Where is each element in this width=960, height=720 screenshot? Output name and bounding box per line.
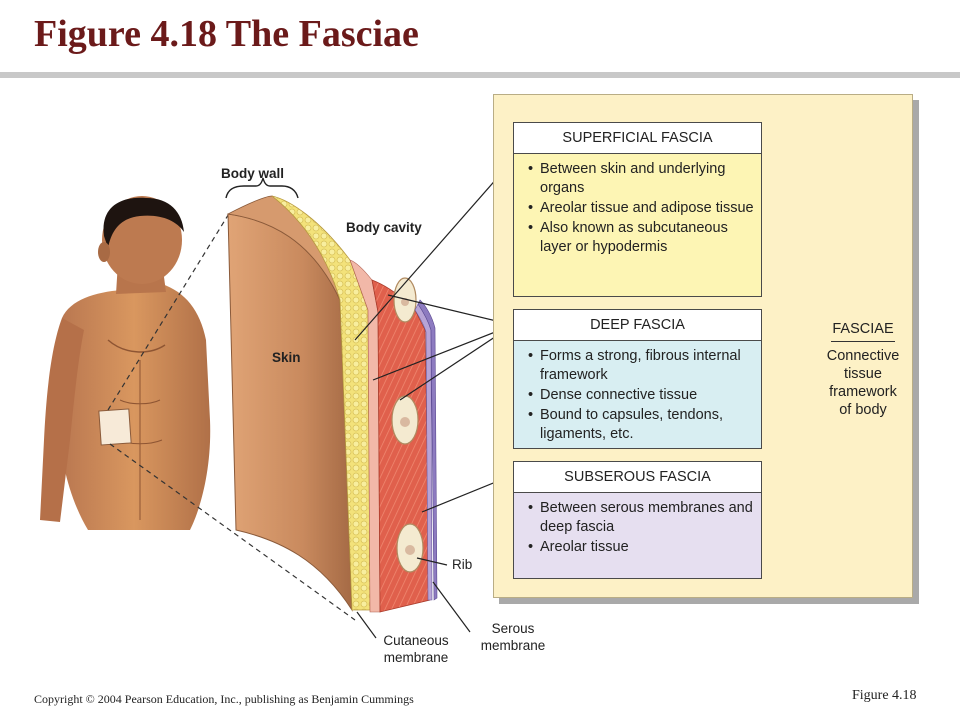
superficial-fascia-box: SUPERFICIAL FASCIA Between skin and unde… <box>513 122 762 297</box>
page-title: Figure 4.18 The Fasciae <box>34 13 419 55</box>
fasciae-description: Connective tissue framework of body <box>826 348 900 418</box>
deep-fascia-box: DEEP FASCIA Forms a strong, fibrous inte… <box>513 309 762 449</box>
fasciae-heading: FASCIAE <box>832 321 894 337</box>
list-item: Dense connective tissue <box>528 386 755 405</box>
deep-fascia-title: DEEP FASCIA <box>514 310 761 341</box>
label-rib: Rib <box>452 557 473 572</box>
list-item: Forms a strong, fibrous internal framewo… <box>528 347 755 385</box>
list-item: Between skin and underlying organs <box>528 160 755 198</box>
label-serous-membrane: Serous membrane <box>480 621 546 653</box>
subserous-fascia-box: SUBSEROUS FASCIA Between serous membrane… <box>513 461 762 579</box>
copyright-notice: Copyright © 2004 Pearson Education, Inc.… <box>34 692 414 706</box>
label-cutaneous-membrane: Cutaneous membrane <box>383 633 449 665</box>
list-item: Areolar tissue <box>528 538 755 557</box>
list-item: Between serous membranes and deep fascia <box>528 499 755 537</box>
superficial-fascia-title: SUPERFICIAL FASCIA <box>514 123 761 154</box>
subserous-fascia-title: SUBSEROUS FASCIA <box>514 462 761 493</box>
human-torso <box>40 196 211 530</box>
label-body-wall: Body wall <box>221 166 285 181</box>
figure-reference: Figure 4.18 <box>852 688 917 703</box>
fasciae-underline <box>831 341 895 342</box>
body-wall-section <box>226 195 438 613</box>
list-item: Also known as subcutaneous layer or hypo… <box>528 219 755 257</box>
list-item: Areolar tissue and adipose tissue <box>528 199 755 218</box>
label-skin: Skin <box>272 350 301 365</box>
title-divider <box>0 72 960 78</box>
list-item: Bound to capsules, tendons, ligaments, e… <box>528 406 755 444</box>
label-body-cavity: Body cavity <box>346 220 422 235</box>
